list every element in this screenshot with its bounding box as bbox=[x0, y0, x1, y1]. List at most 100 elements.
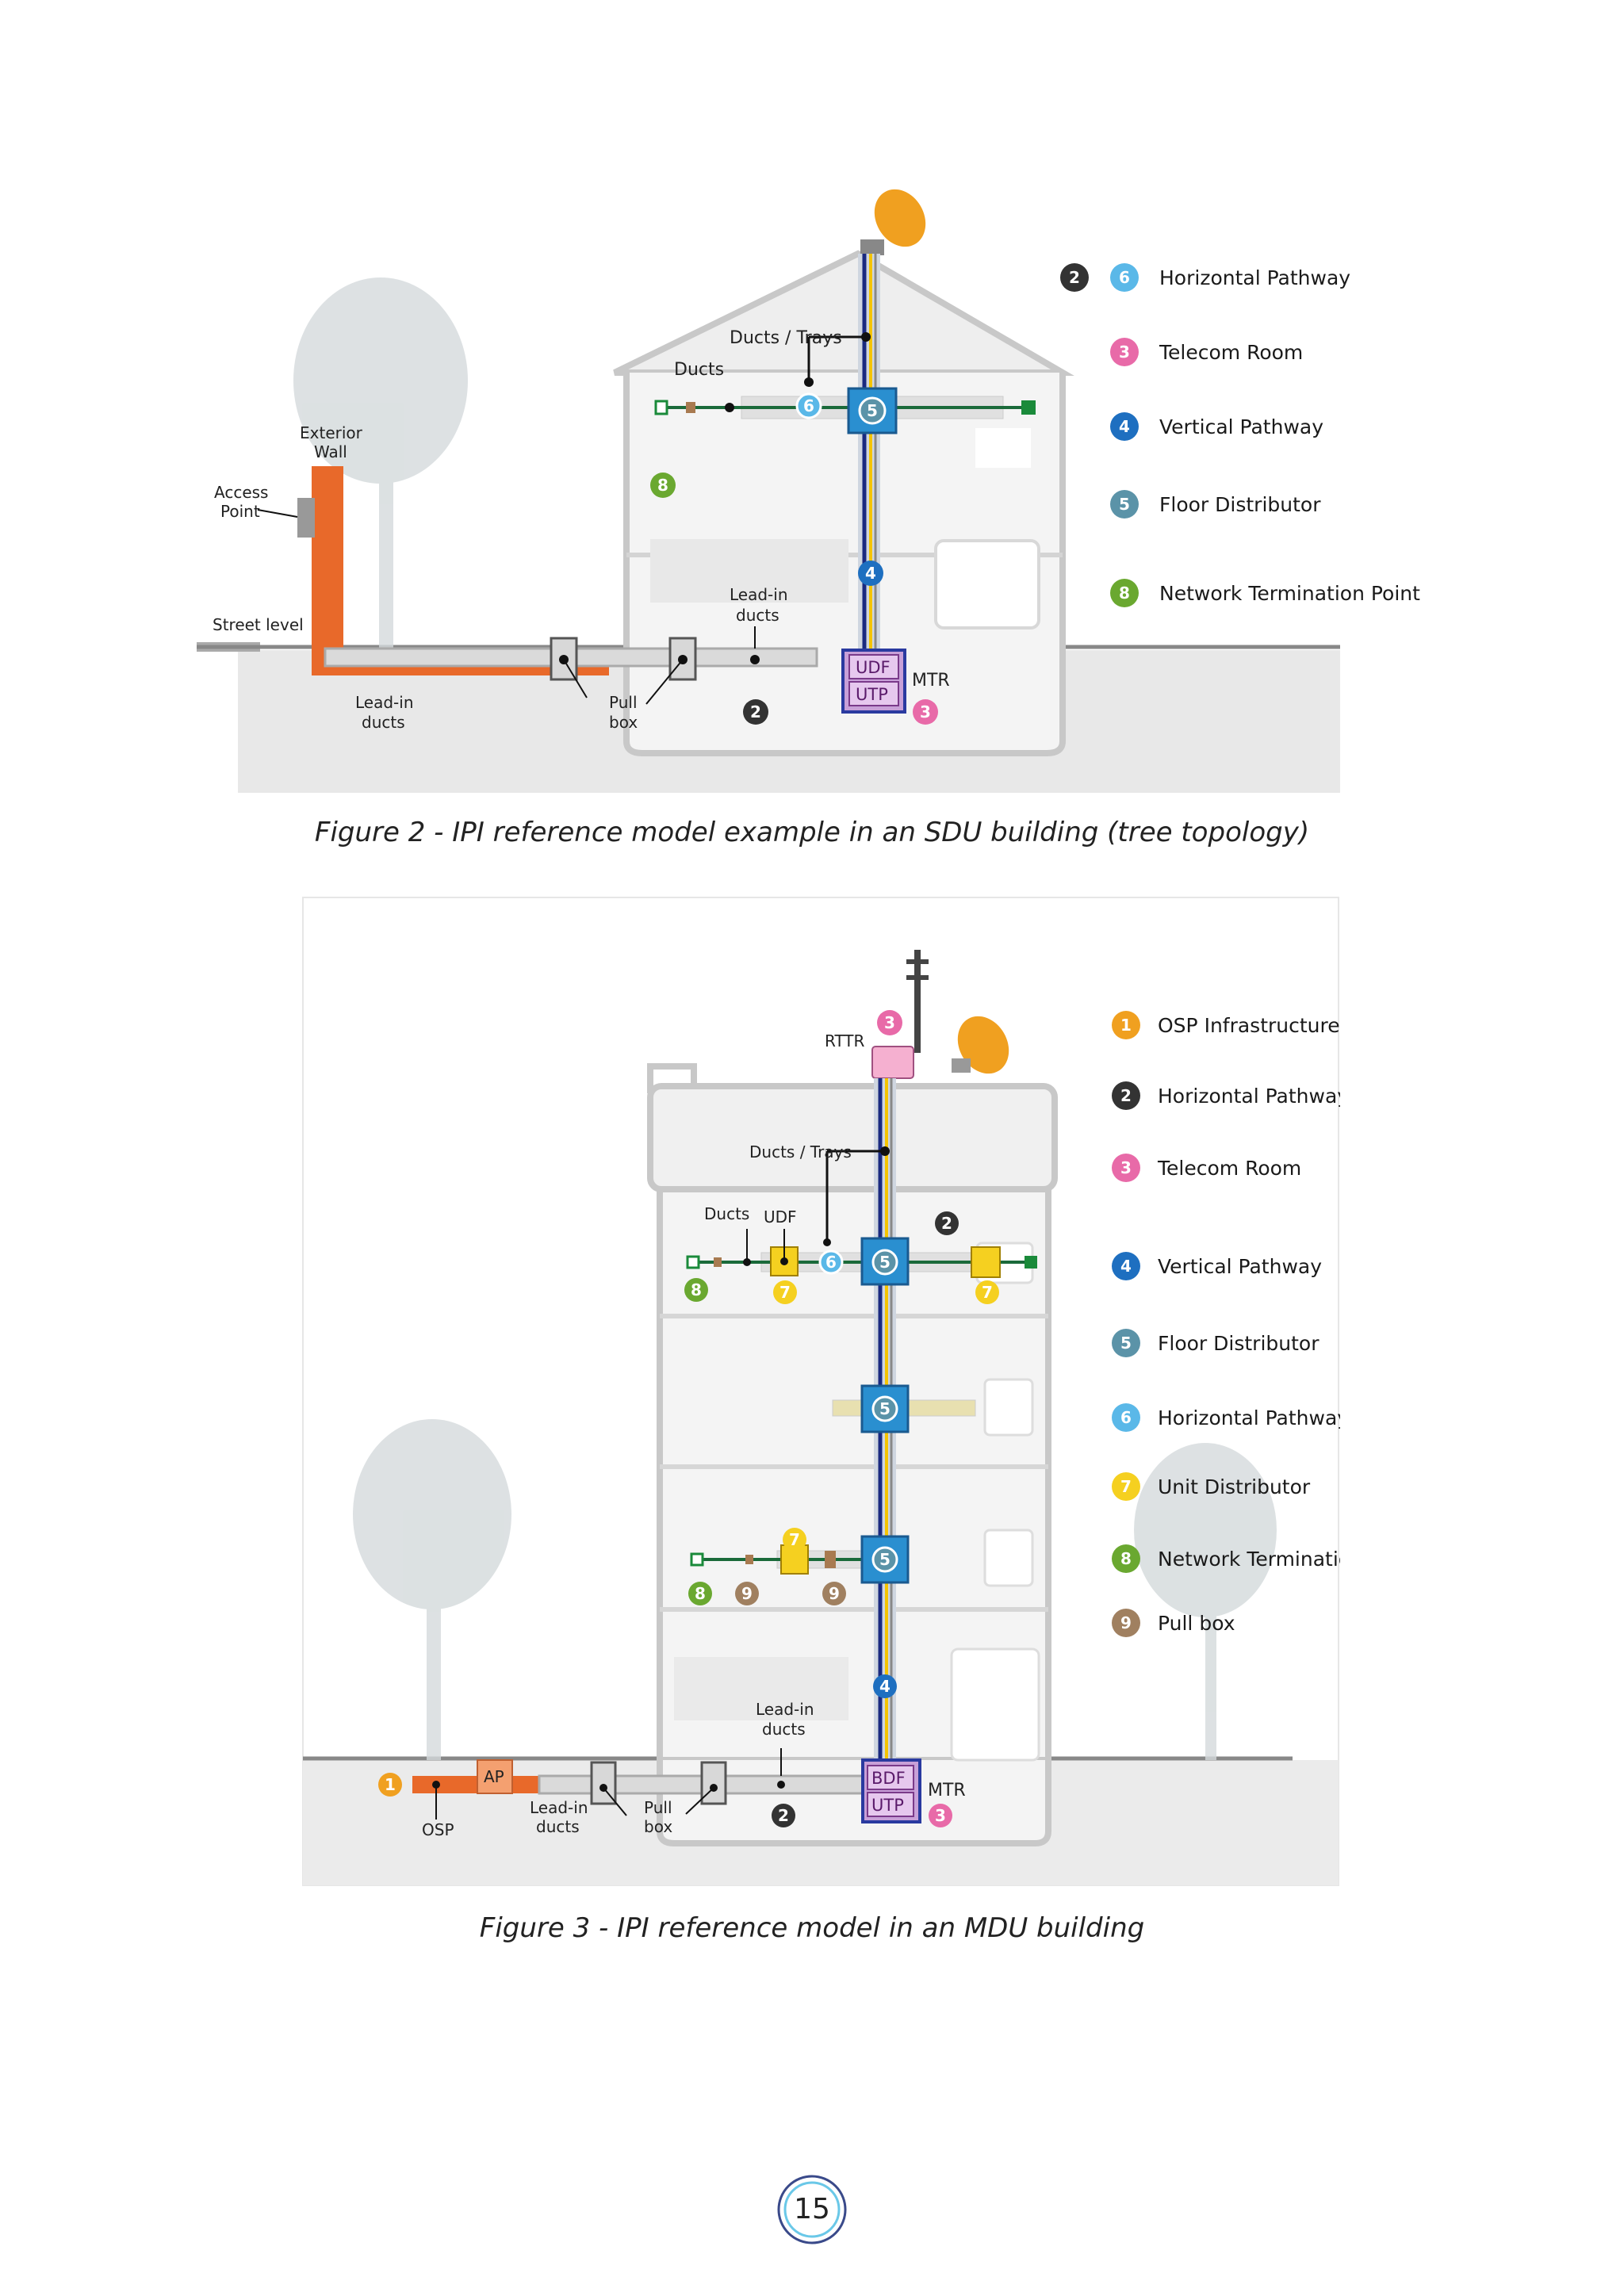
udf-label: UDF bbox=[856, 658, 891, 677]
bdf-box bbox=[867, 1765, 914, 1790]
badge-2 bbox=[743, 699, 768, 725]
lead-in-ducts-inside-1: Lead-in bbox=[730, 585, 788, 604]
street-level-label: Street level bbox=[213, 615, 304, 634]
legend-vertical-pathway: Vertical Pathway bbox=[1158, 1255, 1322, 1278]
exterior-wall-label-2: Wall bbox=[314, 442, 347, 461]
badge-3 bbox=[913, 699, 938, 725]
ntp-right bbox=[1021, 400, 1036, 415]
connector-floor-3 bbox=[745, 1555, 753, 1564]
svg-text:6: 6 bbox=[825, 1253, 837, 1272]
ducts-label: Ducts bbox=[674, 360, 724, 380]
ducts-trays-dot-2 bbox=[823, 1238, 831, 1246]
legend-telecom-room: Telecom Room bbox=[1157, 1157, 1301, 1180]
ntp-floor-3 bbox=[690, 1552, 704, 1567]
antenna-tower-icon bbox=[906, 950, 929, 1053]
svg-text:7: 7 bbox=[789, 1530, 800, 1549]
ducts-trays-dot bbox=[880, 1146, 890, 1156]
legend-osp-infrastructure: OSP Infrastructure bbox=[1158, 1014, 1340, 1037]
rttr-box bbox=[871, 1046, 914, 1079]
legend-horizontal-pathway-6: Horizontal Pathway bbox=[1158, 1406, 1340, 1429]
access-point-leader bbox=[257, 509, 298, 518]
vertical-pathway bbox=[858, 254, 880, 666]
lead-in-ducts-outside-1: Lead-in bbox=[355, 693, 414, 712]
svg-text:2: 2 bbox=[941, 1214, 952, 1233]
ducts-label: Ducts bbox=[704, 1204, 749, 1223]
figure-3-caption: Figure 3 - IPI reference model in an MDU… bbox=[479, 1912, 1145, 1944]
udf-label: UDF bbox=[764, 1207, 797, 1226]
udf-box bbox=[848, 654, 899, 679]
figure-2-sdu-diagram: Ducts / Trays Ducts Exterior Wall Access… bbox=[197, 189, 1420, 793]
legend-network-termination-point: Network Termination Point bbox=[1159, 582, 1420, 605]
ntp-floor-1-left bbox=[686, 1255, 700, 1269]
diagram-badges: 3 2 6 5 8 7 7 5 7 5 8 9 9 4 1 2 3 bbox=[378, 1010, 999, 1827]
mdu-building bbox=[647, 1063, 1058, 1846]
ducts-trays-label: Ducts / Trays bbox=[730, 328, 842, 348]
ntp-floor-1-right bbox=[1025, 1256, 1037, 1269]
legend-floor-distributor: Floor Distributor bbox=[1159, 493, 1321, 516]
pull-box-label-2: box bbox=[644, 1817, 672, 1836]
satellite-dish-icon bbox=[860, 189, 926, 255]
utp-label: UTP bbox=[856, 685, 888, 704]
ducts-trays-dot bbox=[861, 332, 871, 342]
pull-box-floor-3 bbox=[825, 1551, 836, 1568]
legend-telecom-room: Telecom Room bbox=[1159, 341, 1303, 364]
page-footer bbox=[86, 2175, 1535, 2244]
diagram-badges: 6 5 8 4 2 3 bbox=[650, 392, 938, 725]
svg-text:2: 2 bbox=[1120, 1086, 1132, 1105]
svg-text:2: 2 bbox=[778, 1806, 789, 1825]
lead-in-ducts-inside-1: Lead-in bbox=[756, 1700, 814, 1719]
svg-text:8: 8 bbox=[657, 476, 668, 495]
lead-in-ducts-inside-2: ducts bbox=[762, 1720, 806, 1739]
svg-text:5: 5 bbox=[879, 1399, 891, 1418]
svg-text:6: 6 bbox=[1120, 1408, 1132, 1427]
ntp-left bbox=[654, 400, 668, 415]
legend-pull-box: Pull box bbox=[1158, 1612, 1235, 1635]
page-number: 15 bbox=[794, 2193, 830, 2225]
badge-8 bbox=[650, 473, 676, 498]
svg-text:4: 4 bbox=[1120, 1257, 1132, 1276]
utp-label: UTP bbox=[871, 1796, 904, 1815]
bdf-label: BDF bbox=[871, 1769, 906, 1788]
svg-text:3: 3 bbox=[935, 1806, 946, 1825]
svg-text:5: 5 bbox=[879, 1550, 891, 1569]
svg-text:3: 3 bbox=[920, 702, 931, 721]
svg-text:7: 7 bbox=[779, 1283, 791, 1302]
satellite-dish-icon bbox=[952, 1016, 1009, 1074]
legend-network-termination-point: Network Termination Point bbox=[1158, 1548, 1340, 1571]
svg-text:3: 3 bbox=[884, 1013, 895, 1032]
badge-6 bbox=[795, 392, 822, 419]
svg-text:9: 9 bbox=[829, 1584, 840, 1603]
figure-3-legend: 1 OSP Infrastructure 2 Horizontal Pathwa… bbox=[1112, 1011, 1340, 1637]
svg-text:5: 5 bbox=[867, 401, 878, 420]
connector-left bbox=[686, 402, 695, 413]
legend-horizontal-pathway: Horizontal Pathway bbox=[1159, 266, 1350, 289]
utp-box bbox=[848, 681, 899, 706]
connector-floor-1 bbox=[714, 1257, 722, 1267]
svg-text:5: 5 bbox=[879, 1253, 891, 1272]
ducts-trays-dot-2 bbox=[804, 377, 814, 387]
figure-3-mdu-diagram: RTTR Ducts / Trays Ducts UDF AP OSP Lead… bbox=[302, 897, 1340, 1886]
mtr-label: MTR bbox=[928, 1781, 966, 1800]
pull-box-label-2: box bbox=[609, 713, 638, 732]
svg-text:8: 8 bbox=[691, 1280, 702, 1299]
svg-text:4: 4 bbox=[1119, 417, 1130, 436]
svg-text:1: 1 bbox=[1120, 1016, 1132, 1035]
svg-text:9: 9 bbox=[741, 1584, 753, 1603]
rttr-label: RTTR bbox=[825, 1031, 865, 1050]
legend-vertical-pathway: Vertical Pathway bbox=[1159, 415, 1323, 438]
utp-box bbox=[867, 1792, 914, 1817]
mtr-label: MTR bbox=[912, 671, 950, 691]
svg-text:7: 7 bbox=[1120, 1477, 1132, 1496]
svg-text:3: 3 bbox=[1120, 1158, 1132, 1177]
osp-label: OSP bbox=[422, 1820, 454, 1839]
svg-text:5: 5 bbox=[1119, 495, 1130, 514]
svg-text:1: 1 bbox=[385, 1775, 396, 1794]
svg-text:9: 9 bbox=[1120, 1613, 1132, 1632]
access-point-label-1: Access bbox=[214, 483, 268, 502]
page-number-ring-inner bbox=[783, 2181, 841, 2238]
badge-5 bbox=[858, 396, 887, 425]
ducts-trays-label: Ducts / Trays bbox=[749, 1142, 852, 1161]
svg-text:2: 2 bbox=[750, 702, 761, 721]
badge-4 bbox=[858, 561, 883, 586]
svg-text:7: 7 bbox=[982, 1283, 993, 1302]
